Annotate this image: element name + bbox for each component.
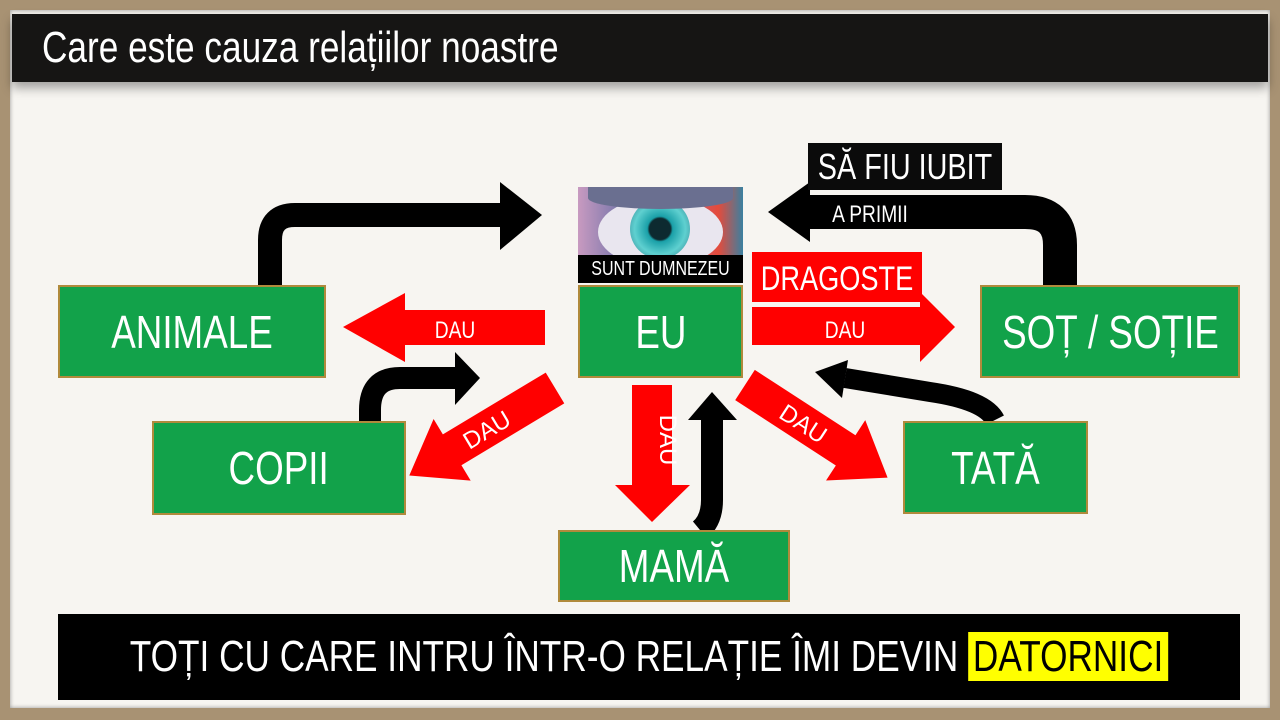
bottom-banner: TOȚI CU CARE INTRU ÎNTR-O RELAȚIE ÎMI DE… — [58, 614, 1240, 700]
arrow-tata-to-eu — [843, 368, 1004, 426]
arrow-eu-to-copii — [409, 372, 565, 481]
arrow-head-mama-to-eu — [688, 392, 737, 420]
arrow-sot-to-eu — [810, 195, 1077, 285]
arrow-eu-to-tata — [735, 369, 888, 481]
node-copii: COPII — [152, 421, 406, 515]
arrow-animale-to-eu — [258, 203, 500, 285]
node-animale: ANIMALE — [58, 285, 326, 378]
sa-fiu-iubit-label: SĂ FIU IUBIT — [817, 145, 993, 187]
page-title: Care este cauza relațiilor noastre — [42, 23, 559, 72]
dau-label-sot: DAU — [825, 316, 866, 344]
arrow-eu-to-sot — [752, 292, 955, 362]
node-sot-sotie: SOȚ / SOȚIE — [980, 285, 1240, 378]
node-mama: MAMĂ — [558, 530, 790, 602]
arrow-head-copii-to-eu — [455, 352, 480, 405]
bottom-text: TOȚI CU CARE INTRU ÎNTR-O RELAȚIE ÎMI DE… — [129, 632, 969, 681]
node-tata: TATĂ — [903, 421, 1088, 514]
arrow-head-animale-to-eu — [500, 182, 542, 250]
bottom-highlight: DATORNICI — [968, 632, 1169, 681]
node-eu: EU — [578, 285, 743, 378]
title-bar: Care este cauza relațiilor noastre — [12, 14, 1268, 82]
dau-label-animale: DAU — [435, 316, 476, 344]
arrow-head-sot-to-eu — [768, 182, 810, 242]
dragoste-box — [752, 252, 922, 302]
dragoste-label: DRAGOSTE — [761, 259, 914, 298]
dau-label-mama: DAU — [654, 415, 681, 466]
arrow-eu-to-mama — [615, 385, 690, 522]
sa-fiu-iubit-box: SĂ FIU IUBIT — [808, 143, 1002, 190]
arrow-head-tata-to-eu — [815, 360, 848, 398]
eye-image — [578, 187, 743, 255]
arrow-eu-to-animale — [343, 293, 545, 362]
eye-caption: SUNT DUMNEZEU — [578, 255, 743, 283]
a-primii-label: A PRIMII — [832, 200, 908, 228]
arrow-copii-to-eu — [359, 367, 455, 422]
arrow-mama-to-eu — [692, 420, 723, 539]
